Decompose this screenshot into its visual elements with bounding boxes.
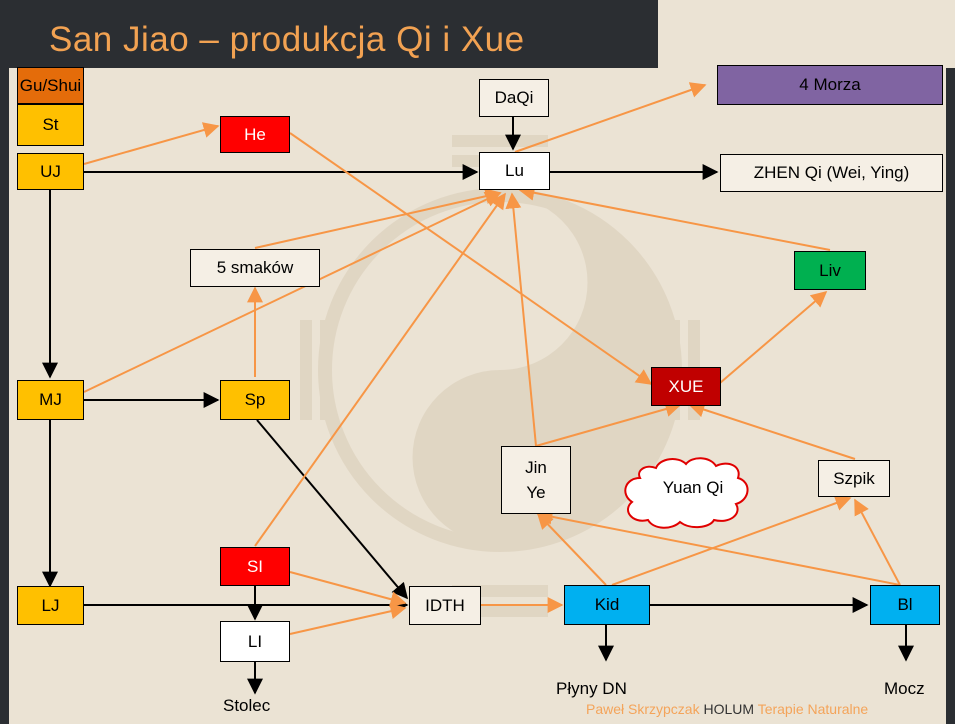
arrow-uj-he: [83, 122, 220, 165]
arrow-si-lu: [254, 192, 506, 547]
yuan-qi-cloud-icon: [624, 457, 749, 529]
jin-ye-line-1: Jin: [525, 457, 547, 477]
frame-left: [0, 68, 9, 724]
arrow-liv-lu: [518, 184, 831, 251]
node-lj[interactable]: LJ: [17, 586, 84, 625]
arrow-bl-szpik: [854, 498, 901, 586]
node-xue[interactable]: XUE: [651, 367, 721, 406]
stolec-label: Stolec: [223, 696, 271, 715]
arrow-mj-lu: [83, 191, 502, 393]
node-he[interactable]: He: [220, 116, 290, 153]
arrow-bl-jinye: [536, 508, 901, 586]
node-bl[interactable]: Bl: [870, 585, 940, 625]
node-uj[interactable]: UJ: [17, 153, 84, 190]
node-liv[interactable]: Liv: [794, 251, 866, 290]
arrow-jinye-lu: [505, 192, 537, 447]
slide-title: San Jiao – produkcja Qi i Xue: [49, 20, 525, 59]
node-si[interactable]: SI: [220, 547, 290, 586]
node-sp[interactable]: Sp: [220, 380, 290, 420]
yuan-qi-label: Yuan Qi: [662, 478, 724, 497]
footer-tagline: Terapie Naturalne: [757, 701, 869, 717]
node-li[interactable]: LI: [220, 621, 290, 662]
arrow-kid-szpik: [611, 495, 852, 586]
title-bar: San Jiao – produkcja Qi i Xue: [0, 0, 658, 68]
arrow-szpik-xue: [688, 401, 856, 460]
node-5-smakow[interactable]: 5 smaków: [190, 249, 320, 287]
node-zhen-qi[interactable]: ZHEN Qi (Wei, Ying): [720, 154, 943, 192]
node-gu-shui[interactable]: Gu/Shui: [17, 67, 84, 104]
node-st[interactable]: St: [17, 104, 84, 146]
arrow-jinye-xue: [535, 401, 682, 447]
footer: Paweł Skrzypczak HOLUM Terapie Naturalne: [586, 701, 868, 717]
node-jin-ye[interactable]: Jin Ye: [501, 446, 571, 514]
arrow-smaki-lu: [254, 188, 502, 249]
arrow-lu-4morza: [514, 82, 707, 153]
footer-author: Paweł Skrzypczak: [586, 701, 700, 717]
arrow-xue-liv: [719, 290, 828, 384]
node-kid[interactable]: Kid: [564, 585, 650, 625]
arrow-si-idth: [289, 571, 407, 607]
node-szpik[interactable]: Szpik: [818, 460, 890, 497]
footer-brand: HOLUM: [703, 701, 755, 717]
frame-right: [946, 68, 955, 724]
node-mj[interactable]: MJ: [17, 380, 84, 420]
node-idth[interactable]: IDTH: [409, 586, 481, 625]
jin-ye-line-2: Ye: [526, 483, 546, 502]
arrow-he-xue: [289, 132, 653, 385]
mocz-label: Mocz: [884, 679, 925, 698]
node-4-morza[interactable]: 4 Morza: [717, 65, 943, 105]
arrow-kid-jinye: [536, 512, 607, 586]
arrow-sp-idth: [256, 419, 409, 600]
arrow-li-idth: [289, 603, 407, 635]
plyny-dn-label: Płyny DN: [556, 679, 627, 698]
node-lu[interactable]: Lu: [479, 152, 550, 190]
node-daqi[interactable]: DaQi: [479, 79, 549, 117]
